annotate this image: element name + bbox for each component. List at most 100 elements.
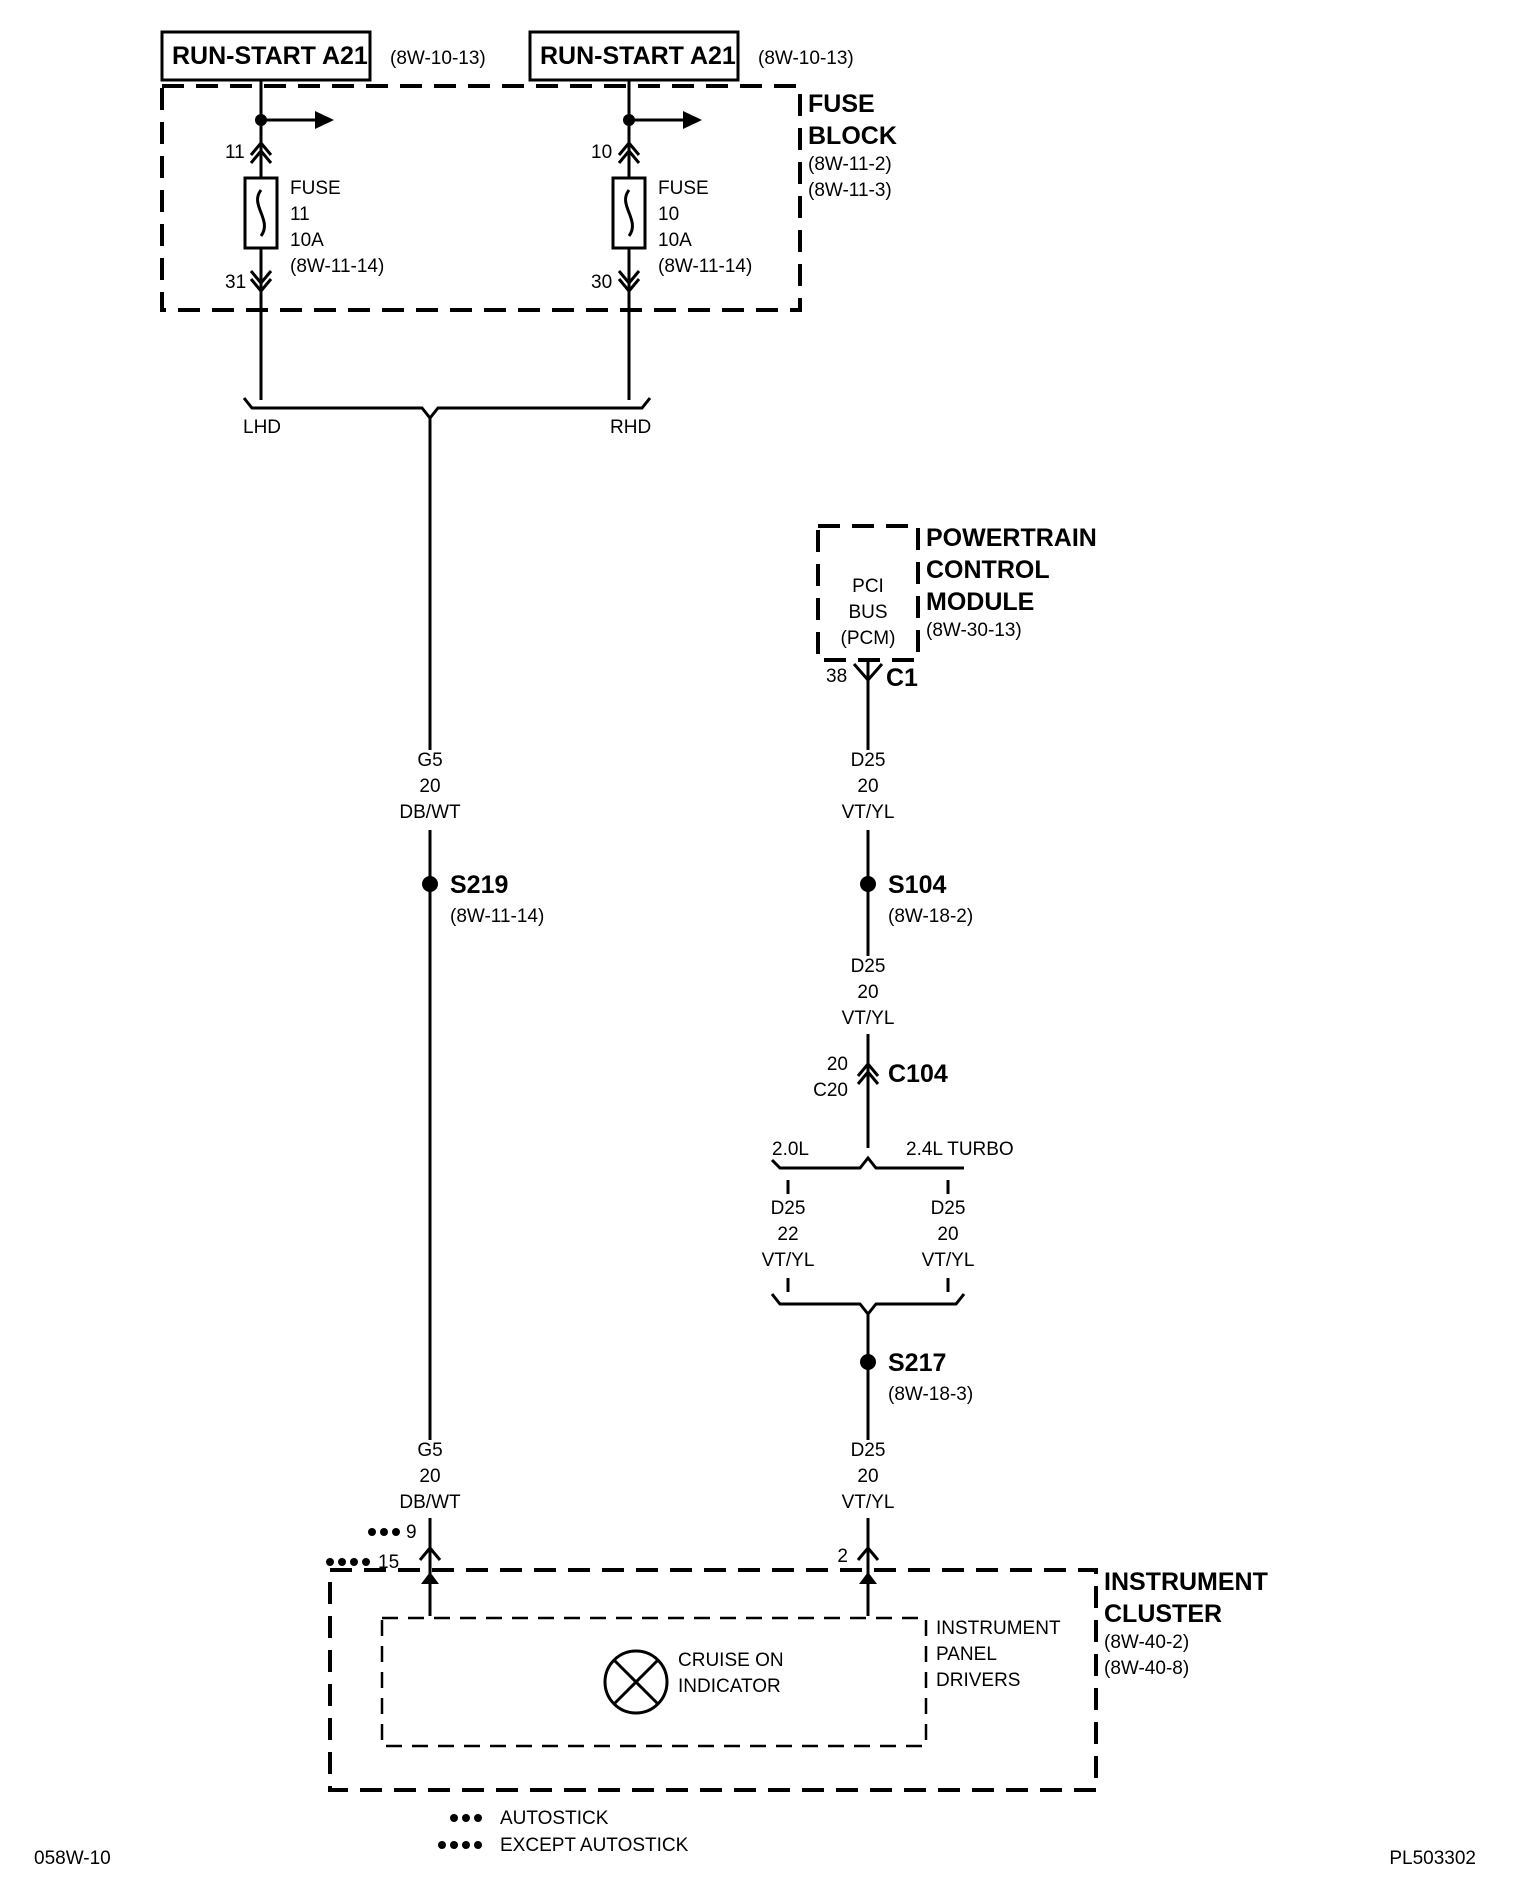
indicator-line2: INDICATOR — [678, 1676, 781, 1697]
splice-s104-name: S104 — [888, 871, 946, 899]
wire-g5-lower-color: DB/WT — [399, 1492, 461, 1513]
pin-right: 2 — [837, 1546, 848, 1567]
wire-d25-2-gauge: 20 — [857, 982, 878, 1003]
fuse-block-title-2: BLOCK — [808, 122, 897, 150]
engine-branch: 2.0L 2.4L TURBO — [770, 1139, 1014, 1194]
wire-d25-3-color: VT/YL — [842, 1492, 895, 1513]
wire-d25-1-circuit: D25 — [851, 750, 886, 771]
instrument-cluster-title-2: CLUSTER — [1104, 1600, 1222, 1628]
pcm-inner-3: (PCM) — [841, 628, 896, 649]
wire-d25-1-color: VT/YL — [842, 802, 895, 823]
pcm-title-3: MODULE — [926, 588, 1034, 616]
wire-g5-lower: G5 20 DB/WT — [399, 1440, 461, 1513]
fuse-block-ref-2: (8W-11-3) — [808, 180, 892, 201]
splice-s217-name: S217 — [888, 1349, 946, 1377]
wire-d25-branch-right-color: VT/YL — [922, 1250, 975, 1271]
wire-g5-upper-color: DB/WT — [399, 802, 461, 823]
fuse-11-in-pin: 11 — [225, 142, 245, 163]
fuse-10-out-pin: 30 — [591, 272, 612, 293]
pcm-inner-2: BUS — [848, 602, 887, 623]
splice-s104-ref: (8W-18-2) — [888, 906, 973, 927]
fuse-11-line2: 11 — [290, 204, 310, 225]
branch-rhd: RHD — [610, 417, 651, 438]
wire-d25-2-color: VT/YL — [842, 1008, 895, 1029]
wire-g5-lower-gauge: 20 — [419, 1466, 440, 1487]
pcm-ref: (8W-30-13) — [926, 620, 1022, 641]
fuse-11-line3: 10A — [290, 230, 324, 251]
engine-branch-left: 2.0L — [772, 1139, 809, 1160]
splice-s219-ref: (8W-11-14) — [450, 906, 544, 927]
footer-left-code: 058W-10 — [34, 1848, 111, 1869]
drivers-line3: DRIVERS — [936, 1670, 1020, 1691]
fuse-block-ref-1: (8W-11-2) — [808, 154, 892, 175]
connector-c104-pin-a: 20 — [827, 1054, 848, 1075]
fuse-11-ref: (8W-11-14) — [290, 256, 384, 277]
wire-d25-3-circuit: D25 — [851, 1440, 886, 1461]
pcm-pin: 38 — [826, 666, 847, 687]
power-source-left: RUN-START A21 (8W-10-13) — [160, 30, 486, 82]
cluster-pins: 9 15 2 — [326, 1522, 880, 1584]
fuse-10-in-pin: 10 — [591, 142, 612, 163]
lhd-rhd-branch: LHD RHD — [242, 397, 651, 750]
pin-except-autostick: 15 — [378, 1552, 399, 1573]
instrument-cluster-ref-1: (8W-40-2) — [1104, 1632, 1189, 1653]
splice-s217-ref: (8W-18-3) — [888, 1384, 973, 1405]
powertrain-control-module: PCI BUS (PCM) POWERTRAIN CONTROL MODULE … — [816, 524, 1097, 692]
wire-d25-branch-right-gauge: 20 — [937, 1224, 958, 1245]
wire-d25-2: D25 20 VT/YL — [842, 956, 895, 1029]
wire-d25-3: D25 20 VT/YL — [842, 1440, 895, 1513]
splice-s219-name: S219 — [450, 871, 508, 899]
wire-d25-1-gauge: 20 — [857, 776, 878, 797]
wire-g5-upper-circuit: G5 — [417, 750, 442, 771]
connector-c104: 20 C20 C104 — [813, 1054, 948, 1101]
connector-c104-pin-b: C20 — [813, 1080, 848, 1101]
fuse-10-ref: (8W-11-14) — [658, 256, 752, 277]
power-source-left-label: RUN-START A21 — [172, 42, 368, 70]
pin-autostick: 9 — [406, 1522, 417, 1543]
wire-d25-branch-left: D25 22 VT/YL — [762, 1198, 815, 1271]
power-source-right-label: RUN-START A21 — [540, 42, 736, 70]
indicator-line1: CRUISE ON — [678, 1650, 784, 1671]
fuse-10-line2: 10 — [658, 204, 679, 225]
wire-d25-3-gauge: 20 — [857, 1466, 878, 1487]
wire-g5-lower-circuit: G5 — [417, 1440, 442, 1461]
instrument-cluster: INSTRUMENT CLUSTER (8W-40-2) (8W-40-8) I… — [328, 1568, 1268, 1792]
drivers-line1: INSTRUMENT — [936, 1618, 1061, 1639]
fuse-block: FUSE BLOCK (8W-11-2) (8W-11-3) — [160, 84, 897, 312]
power-source-left-ref: (8W-10-13) — [390, 48, 486, 69]
pcm-title-1: POWERTRAIN — [926, 524, 1097, 552]
wire-d25-branch-left-circuit: D25 — [771, 1198, 806, 1219]
wire-d25-branch-right-circuit: D25 — [931, 1198, 966, 1219]
legend-except-autostick: EXCEPT AUTOSTICK — [500, 1835, 689, 1856]
wire-g5-upper-gauge: 20 — [419, 776, 440, 797]
splice-s104: S104 (8W-18-2) — [860, 871, 973, 927]
fuse-11: 11 31 FUSE 11 10A (8W-11-14) — [225, 111, 384, 400]
cruise-on-indicator-lamp-icon — [603, 1649, 669, 1715]
wire-d25-2-circuit: D25 — [851, 956, 886, 977]
pcm-connector: C1 — [886, 664, 918, 692]
fuse-10-line3: 10A — [658, 230, 692, 251]
legend-autostick: AUTOSTICK — [500, 1808, 609, 1829]
wire-d25-1: D25 20 VT/YL — [842, 750, 895, 823]
instrument-cluster-ref-2: (8W-40-8) — [1104, 1658, 1189, 1679]
pcm-title-2: CONTROL — [926, 556, 1050, 584]
connector-c104-name: C104 — [888, 1060, 948, 1088]
wire-d25-branch-right: D25 20 VT/YL — [922, 1198, 975, 1271]
wire-d25-branch-left-color: VT/YL — [762, 1250, 815, 1271]
splice-s217: S217 (8W-18-3) — [860, 1349, 973, 1405]
engine-branch-right: 2.4L TURBO — [906, 1139, 1014, 1160]
wire-d25-branch-left-gauge: 22 — [777, 1224, 798, 1245]
fuse-block-title-1: FUSE — [808, 90, 875, 118]
power-source-right-ref: (8W-10-13) — [758, 48, 854, 69]
wire-g5-upper: G5 20 DB/WT — [399, 750, 461, 823]
drivers-line2: PANEL — [936, 1644, 997, 1665]
footer-right-code: PL503302 — [1389, 1848, 1476, 1869]
branch-lhd: LHD — [243, 417, 281, 438]
fuse-11-line1: FUSE — [290, 178, 341, 199]
power-source-right: RUN-START A21 (8W-10-13) — [528, 30, 854, 82]
pcm-inner-1: PCI — [852, 576, 884, 597]
fuse-11-out-pin: 31 — [225, 272, 246, 293]
fuse-10: 10 30 FUSE 10 10A (8W-11-14) — [591, 111, 752, 400]
fuse-10-line1: FUSE — [658, 178, 709, 199]
